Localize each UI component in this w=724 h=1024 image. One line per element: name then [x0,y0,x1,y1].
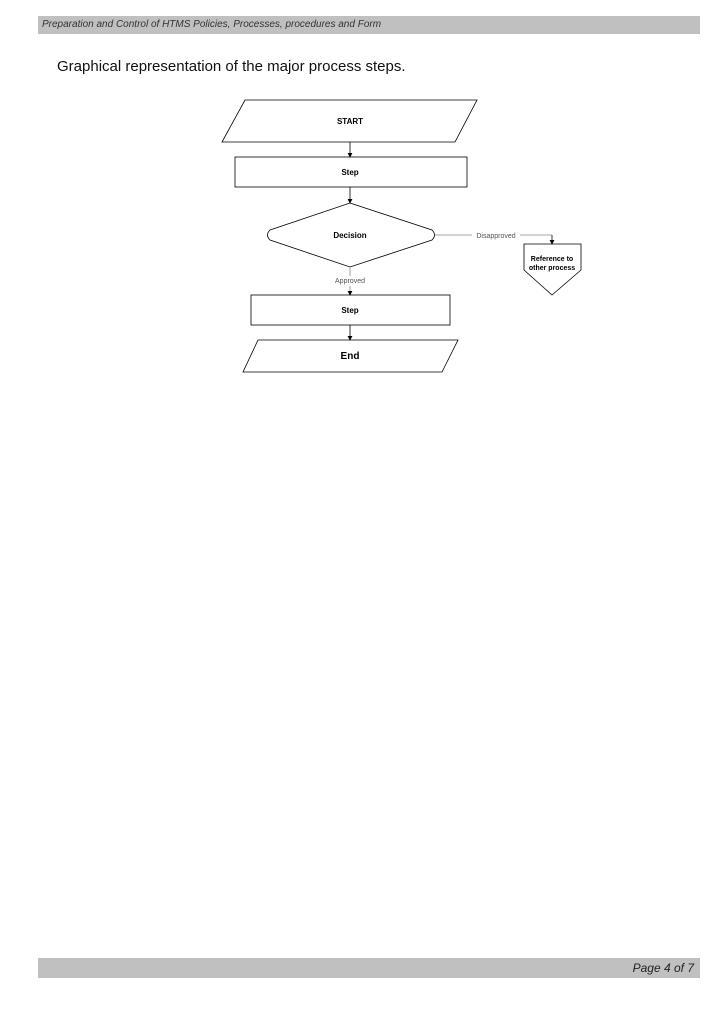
step-label: Step [341,306,358,315]
section-heading: Graphical representation of the major pr… [57,58,406,75]
end-label: End [341,351,360,362]
decision-label: Decision [333,231,366,240]
disapproved-label: Disapproved [476,233,515,240]
page-header: Preparation and Control of HTMS Policies… [38,16,700,34]
header-text: Preparation and Control of HTMS Policies… [42,19,382,30]
offpage-reference-shape [523,243,582,296]
end-shape [242,339,459,373]
page-number: Page 4 of 7 [632,961,694,975]
start-label: START [337,117,363,126]
approved-label: Approved [335,278,365,285]
page-footer: Page 4 of 7 [38,958,700,978]
step-label: Step [341,168,358,177]
start-shape [221,99,478,143]
reference-label-line1: Reference to [531,256,573,263]
step-box [250,294,451,326]
reference-label-line2: other process [529,265,575,272]
step-box [234,156,468,188]
